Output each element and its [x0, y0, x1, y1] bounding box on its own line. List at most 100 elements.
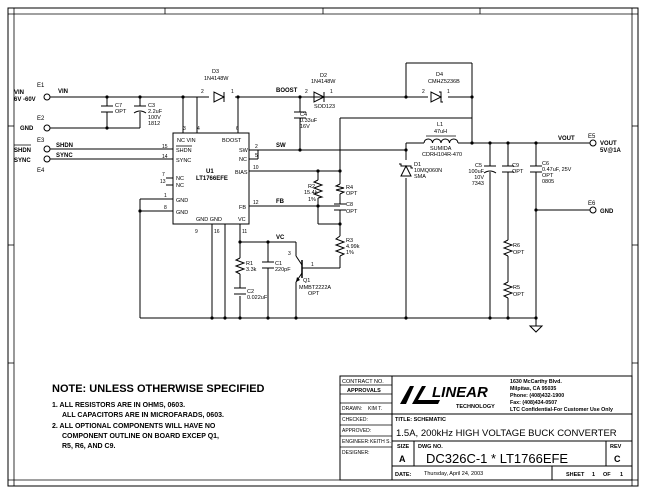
terminal-e6[interactable]: E6 GND	[588, 201, 614, 215]
note-1b: ALL CAPACITORS ARE IN MICROFARADS, 0603.	[62, 412, 224, 419]
address-confidential: LTC Confidential-For Customer Use Only	[510, 407, 613, 413]
capacitor-c5[interactable]: C5 100uF 10V 7343	[468, 163, 497, 187]
diode-d3[interactable]: D3 1N4148W 2 1	[201, 69, 234, 103]
net-label-fb: FB	[276, 199, 285, 205]
r1-ref: R1	[246, 261, 253, 267]
r6-ref: R6	[513, 243, 520, 249]
junction-dots	[105, 95, 538, 320]
inductor-l1[interactable]: L1 47uH SUMIDA CDRH104R-470	[422, 122, 462, 158]
c4-ref: C4	[300, 112, 307, 118]
pin-gnd-a: GND	[176, 198, 188, 204]
terminal-e5-label: VOUT	[600, 141, 617, 147]
resistor-r5[interactable]: R5 OPT	[502, 281, 525, 299]
d4-ref: D4	[436, 72, 443, 78]
terminal-e5[interactable]: E5 VOUT 5V@1A	[588, 134, 622, 154]
sheet-label: SHEET	[566, 472, 585, 478]
checked-label: CHECKED:	[342, 417, 368, 423]
pin-nc-a: NC	[176, 176, 184, 182]
pin-7: 7	[162, 172, 165, 178]
net-label-sw: SW	[276, 143, 286, 149]
ground-symbol	[528, 325, 544, 333]
drawn-label: DRAWN:	[342, 406, 362, 412]
address-phone: Phone: (408)432-1900	[510, 393, 564, 399]
r2-value: 15.4k	[304, 190, 318, 196]
ic-u1-part: LT1766EFE	[196, 176, 228, 182]
resistor-r2[interactable]: R2 15.4k 1%	[304, 179, 324, 203]
transistor-q1[interactable]: Q1 MMBT2222A OPT 3 1	[288, 251, 331, 297]
pin-shdn: SHDN	[176, 148, 192, 154]
capacitor-c4[interactable]: C4 0.33uF 16V	[294, 111, 318, 130]
dwg-number: DC326C-1 * LT1766EFE	[426, 451, 568, 466]
d4-pin1: 1	[447, 89, 450, 95]
pin-sw: SW	[239, 148, 249, 154]
pin-11: 11	[242, 229, 247, 235]
capacitor-c2[interactable]: C2 0.022uF	[234, 287, 268, 301]
c6-value: 0.47uF, 25V	[542, 167, 572, 173]
c8-ref: C8	[346, 202, 353, 208]
resistor-r6[interactable]: R6 OPT	[502, 239, 525, 257]
c3-voltage: 100V	[148, 115, 161, 121]
pin-nc-vin: NC VIN	[177, 138, 196, 144]
contract-no-label: CONTRACT NO.	[342, 379, 384, 385]
schottky-d1[interactable]: D1 10MQ060N SMA	[399, 162, 442, 180]
c3-ref: C3	[148, 103, 155, 109]
date-label: DATE:	[395, 472, 412, 478]
capacitor-c7[interactable]: C7 OPT	[101, 103, 127, 115]
c6-option: OPT	[542, 173, 554, 179]
r1-value: 3.3k	[246, 267, 257, 273]
pin-6: 6	[236, 126, 239, 132]
terminal-e3[interactable]: E3 SHDN	[14, 138, 51, 154]
r2-ref: R2	[308, 184, 315, 190]
pin-12: 12	[253, 200, 259, 206]
capacitor-c8[interactable]: C8 OPT	[334, 202, 358, 215]
c5-ref: C5	[475, 163, 482, 169]
resistor-r3[interactable]: R3 4.99k 1%	[334, 235, 360, 257]
resistor-r1[interactable]: R1 3.3k	[234, 257, 257, 275]
ic-u1[interactable]: U1 LT1766EFE NC VIN 3 4 6 BOOST SHDN 15 …	[160, 126, 259, 235]
pin-13: 13	[160, 179, 166, 185]
d4-pin2: 2	[422, 89, 425, 95]
c7-value: OPT	[115, 109, 127, 115]
c4-value: 0.33uF	[300, 118, 318, 124]
pin-vc: VC	[238, 217, 246, 223]
l1-vendor: SUMIDA	[430, 146, 452, 152]
d1-value: 10MQ060N	[414, 168, 442, 174]
c4-voltage: 16V	[300, 124, 310, 130]
capacitor-c6[interactable]: C6 0.47uF, 25V OPT 0805	[530, 161, 572, 185]
address-fax: Fax: (408)434-0507	[510, 400, 557, 406]
diode-d2[interactable]: D2 1N4148W SOD123 2 1	[305, 73, 336, 110]
resistor-r4[interactable]: R4 OPT	[334, 183, 358, 197]
address-line-2: Milpitas, CA 95035	[510, 386, 556, 392]
sheet-total: 1	[620, 472, 623, 478]
r4-ref: R4	[346, 185, 353, 191]
terminal-e1[interactable]: E1 VIN 6V -60V	[14, 83, 51, 103]
pin-boost: BOOST	[222, 138, 242, 144]
capacitor-c9[interactable]: C9 OPT	[502, 163, 524, 175]
q1-pin3: 3	[288, 251, 291, 257]
net-label-vin: VIN	[58, 89, 68, 95]
notes-heading: NOTE: UNLESS OTHERWISE SPECIFIED	[52, 383, 265, 395]
terminal-e2-ref: E2	[37, 116, 45, 122]
drawing-title: 1.5A, 200kHz HIGH VOLTAGE BUCK CONVERTER	[396, 428, 617, 439]
approved-label: APPROVED:	[342, 428, 371, 434]
pin-14: 14	[162, 154, 168, 160]
notes-block: NOTE: UNLESS OTHERWISE SPECIFIED 1. ALL …	[52, 383, 265, 450]
pin-5: 5	[255, 153, 258, 159]
logo-text: LINEAR	[432, 384, 488, 401]
pin-sync: SYNC	[176, 158, 191, 164]
l1-ref: L1	[437, 122, 443, 128]
terminal-e2[interactable]: E2 GND	[20, 116, 51, 132]
d2-value: 1N4148W	[311, 79, 336, 85]
c8-value: OPT	[346, 209, 358, 215]
terminal-e6-label: GND	[600, 209, 614, 215]
r4-value: OPT	[346, 191, 358, 197]
capacitor-c3[interactable]: C3 2.2uF 100V 1812	[133, 103, 163, 127]
pin-2: 2	[255, 144, 258, 150]
d2-ref: D2	[320, 73, 327, 79]
l1-part: CDRH104R-470	[422, 152, 462, 158]
terminal-e4[interactable]: E4 SYNC	[14, 155, 51, 174]
d3-pin1: 1	[231, 89, 234, 95]
capacitor-c1[interactable]: C1 220pF	[262, 261, 291, 273]
zener-d4[interactable]: D4 CMHZ5236B 2 1	[422, 72, 460, 103]
